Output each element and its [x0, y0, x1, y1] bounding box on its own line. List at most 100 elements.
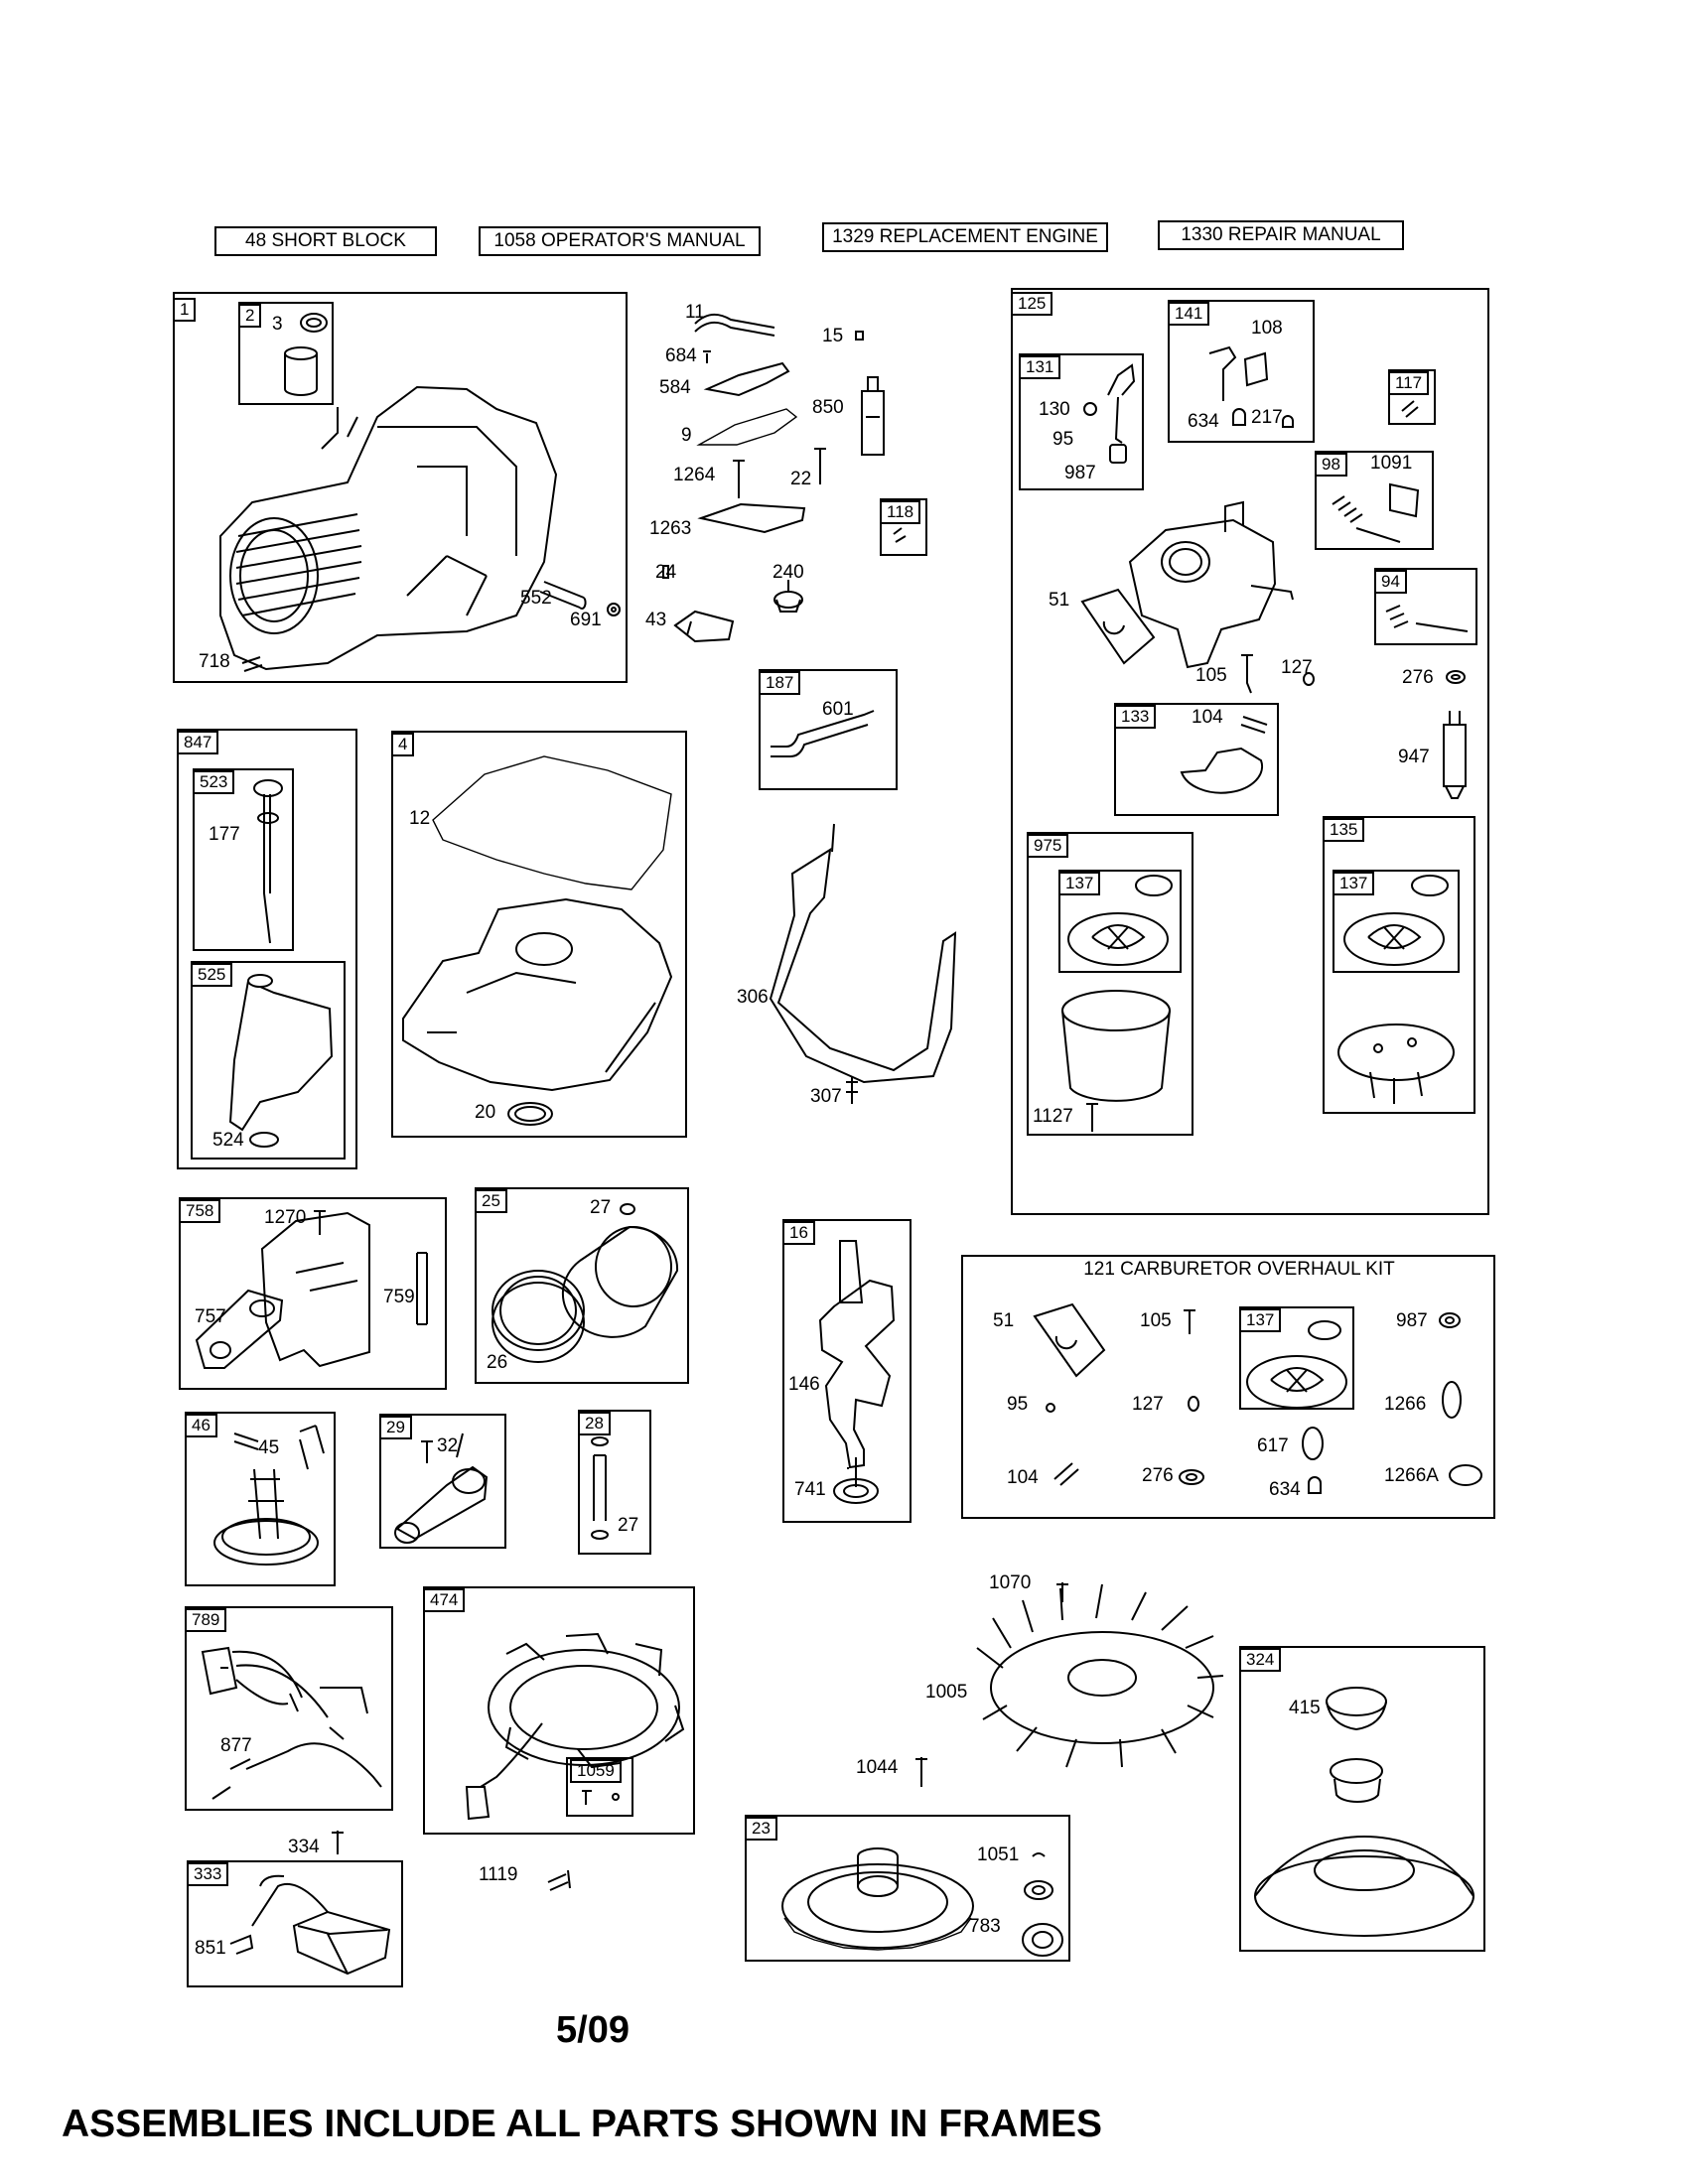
frame-tag-525: 525 — [191, 963, 233, 987]
kit-oring-617-drawing — [1302, 1427, 1324, 1460]
frame-tag-187: 187 — [759, 671, 801, 695]
label-3: 3 — [272, 314, 283, 335]
screw-1127-drawing — [1086, 1103, 1098, 1132]
diaphragm-137-a-drawing — [1067, 875, 1173, 966]
kit-oring-1266a-drawing — [1449, 1464, 1482, 1486]
label-12: 12 — [409, 808, 431, 829]
label-130: 130 — [1039, 399, 1070, 420]
label-20: 20 — [475, 1102, 496, 1123]
frame-94 — [1374, 568, 1477, 645]
solenoid-947-drawing — [1443, 711, 1467, 799]
washer-1051-drawing — [1024, 1880, 1053, 1900]
kit-label-617: 617 — [1257, 1435, 1289, 1456]
frame-1059 — [566, 1757, 633, 1817]
label-634: 634 — [1188, 411, 1219, 432]
frame-523 — [193, 768, 294, 951]
tube-850-drawing — [861, 376, 885, 456]
label-51: 51 — [1049, 590, 1070, 611]
dipstick-drawing — [253, 779, 283, 944]
bolt-684-drawing — [703, 350, 711, 363]
screw-1264-drawing — [733, 460, 745, 498]
piston-drawing — [491, 1203, 679, 1363]
flywheel-drawing — [781, 1847, 974, 1951]
frame-141 — [1168, 300, 1315, 443]
frame-tag-25: 25 — [475, 1189, 507, 1213]
frame-tag-474: 474 — [423, 1588, 466, 1612]
alternator-drawing — [465, 1632, 685, 1821]
blower-fan-drawing — [976, 1583, 1224, 1768]
frame-tag-2: 2 — [238, 304, 262, 328]
frame-tag-324: 324 — [1239, 1648, 1282, 1672]
frame-tag-4: 4 — [391, 733, 415, 756]
washer-276-drawing — [1446, 670, 1466, 684]
screw-1070-drawing — [1056, 1582, 1068, 1602]
screw-334-drawing — [332, 1831, 344, 1854]
label-524: 524 — [212, 1130, 244, 1151]
label-757: 757 — [195, 1306, 226, 1327]
label-759: 759 — [383, 1287, 415, 1307]
piston-pin-drawing — [591, 1436, 609, 1540]
armature-drawing — [229, 1874, 391, 1976]
float-pin-104-drawing — [1240, 716, 1268, 734]
gasket-9-drawing — [696, 408, 798, 446]
screw-217-drawing — [1282, 415, 1294, 428]
frame-tag-1: 1 — [173, 298, 197, 322]
kit-label-1266: 1266 — [1384, 1394, 1427, 1415]
footer-note: ASSEMBLIES INCLUDE ALL PARTS SHOWN IN FR… — [62, 2103, 1102, 2145]
label-177: 177 — [209, 824, 240, 845]
label-415: 415 — [1289, 1698, 1321, 1718]
screw-307-drawing — [846, 1076, 858, 1104]
frame-23-flywheel — [745, 1815, 1070, 1962]
rewind-starter-drawing — [1254, 1687, 1474, 1937]
frame-tag-137-c: 137 — [1239, 1308, 1282, 1332]
camshaft-drawing — [213, 1425, 325, 1566]
frame-tag-133: 133 — [1114, 705, 1157, 729]
gasket-51-drawing — [1080, 588, 1156, 665]
screw-22-drawing — [814, 448, 826, 484]
label-146: 146 — [788, 1374, 820, 1395]
frame-tag-118: 118 — [880, 500, 921, 524]
kit-jet-987-drawing — [1439, 1312, 1461, 1328]
tube-601-drawing — [771, 710, 875, 757]
float-pin-105-drawing — [1241, 654, 1253, 694]
label-105: 105 — [1195, 665, 1227, 686]
frame-tag-523: 523 — [193, 770, 235, 794]
label-741: 741 — [794, 1479, 826, 1500]
label-24: 24 — [655, 562, 677, 583]
frame-29-connecting-rod — [379, 1414, 506, 1549]
label-1005: 1005 — [925, 1682, 968, 1703]
cover-135-drawing — [1337, 1024, 1455, 1104]
frame-tag-16: 16 — [782, 1221, 815, 1245]
nut-691-drawing — [607, 603, 621, 616]
governor-drawing — [195, 1210, 428, 1369]
frame-tag-135: 135 — [1323, 818, 1365, 842]
frame-16-crankshaft — [782, 1219, 912, 1523]
screw-1119-drawing — [547, 1869, 571, 1891]
connecting-rod-drawing — [394, 1433, 489, 1544]
frame-tag-137-b: 137 — [1333, 872, 1375, 895]
frame-137-a — [1058, 870, 1182, 973]
label-1091: 1091 — [1370, 453, 1413, 474]
label-334: 334 — [288, 1837, 320, 1857]
jet-987-drawing — [1109, 444, 1127, 464]
label-306: 306 — [737, 987, 769, 1008]
kit-float-pin-104-drawing — [1053, 1462, 1079, 1486]
seal-127-drawing — [1303, 672, 1315, 686]
plug-15-drawing — [855, 331, 864, 341]
frame-4-sump — [391, 731, 687, 1138]
frame-125-carburetor — [1011, 288, 1489, 1215]
label-601: 601 — [822, 699, 854, 720]
label-1051: 1051 — [977, 1844, 1020, 1865]
label-1119: 1119 — [479, 1864, 518, 1885]
label-718: 718 — [199, 651, 230, 672]
frame-tag-333: 333 — [187, 1862, 229, 1886]
frame-187 — [759, 669, 898, 790]
kit-oring-1266-drawing — [1442, 1381, 1462, 1419]
label-240: 240 — [772, 562, 804, 583]
frame-525 — [191, 961, 346, 1160]
label-850: 850 — [812, 397, 844, 418]
label-877: 877 — [220, 1735, 252, 1756]
float-133-drawing — [1180, 747, 1264, 794]
kit-label-105: 105 — [1140, 1310, 1172, 1331]
header-repair-manual: 1330 REPAIR MANUAL — [1158, 220, 1404, 250]
